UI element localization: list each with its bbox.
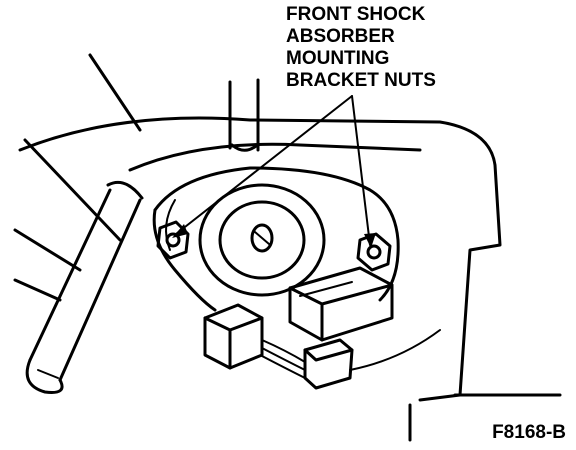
strut-tube: [25, 180, 144, 394]
leader-arrowhead-left: [172, 224, 188, 238]
callout-line-2: ABSORBER: [286, 26, 395, 47]
mounting-nut-right: [356, 232, 392, 272]
wiring-connector-left: [203, 303, 264, 370]
callout-label: FRONT SHOCK ABSORBER MOUNTING BRACKET NU…: [286, 4, 436, 92]
electrical-module: [288, 266, 394, 342]
upper-hose: [228, 78, 260, 152]
shock-top-mount: [198, 183, 326, 297]
wire-harness: [261, 329, 441, 379]
figure-id: F8168-B: [492, 422, 566, 443]
callout-line-1: FRONT SHOCK: [286, 4, 426, 25]
leader-arrowhead-right: [364, 233, 376, 248]
fender-panel: [13, 53, 562, 442]
callout-line-3: MOUNTING: [286, 48, 390, 69]
wiring-connector-right: [303, 338, 354, 390]
callout-leader-lines: [175, 95, 371, 246]
mounting-nut-left: [156, 220, 190, 260]
callout-line-4: BRACKET NUTS: [286, 70, 436, 91]
